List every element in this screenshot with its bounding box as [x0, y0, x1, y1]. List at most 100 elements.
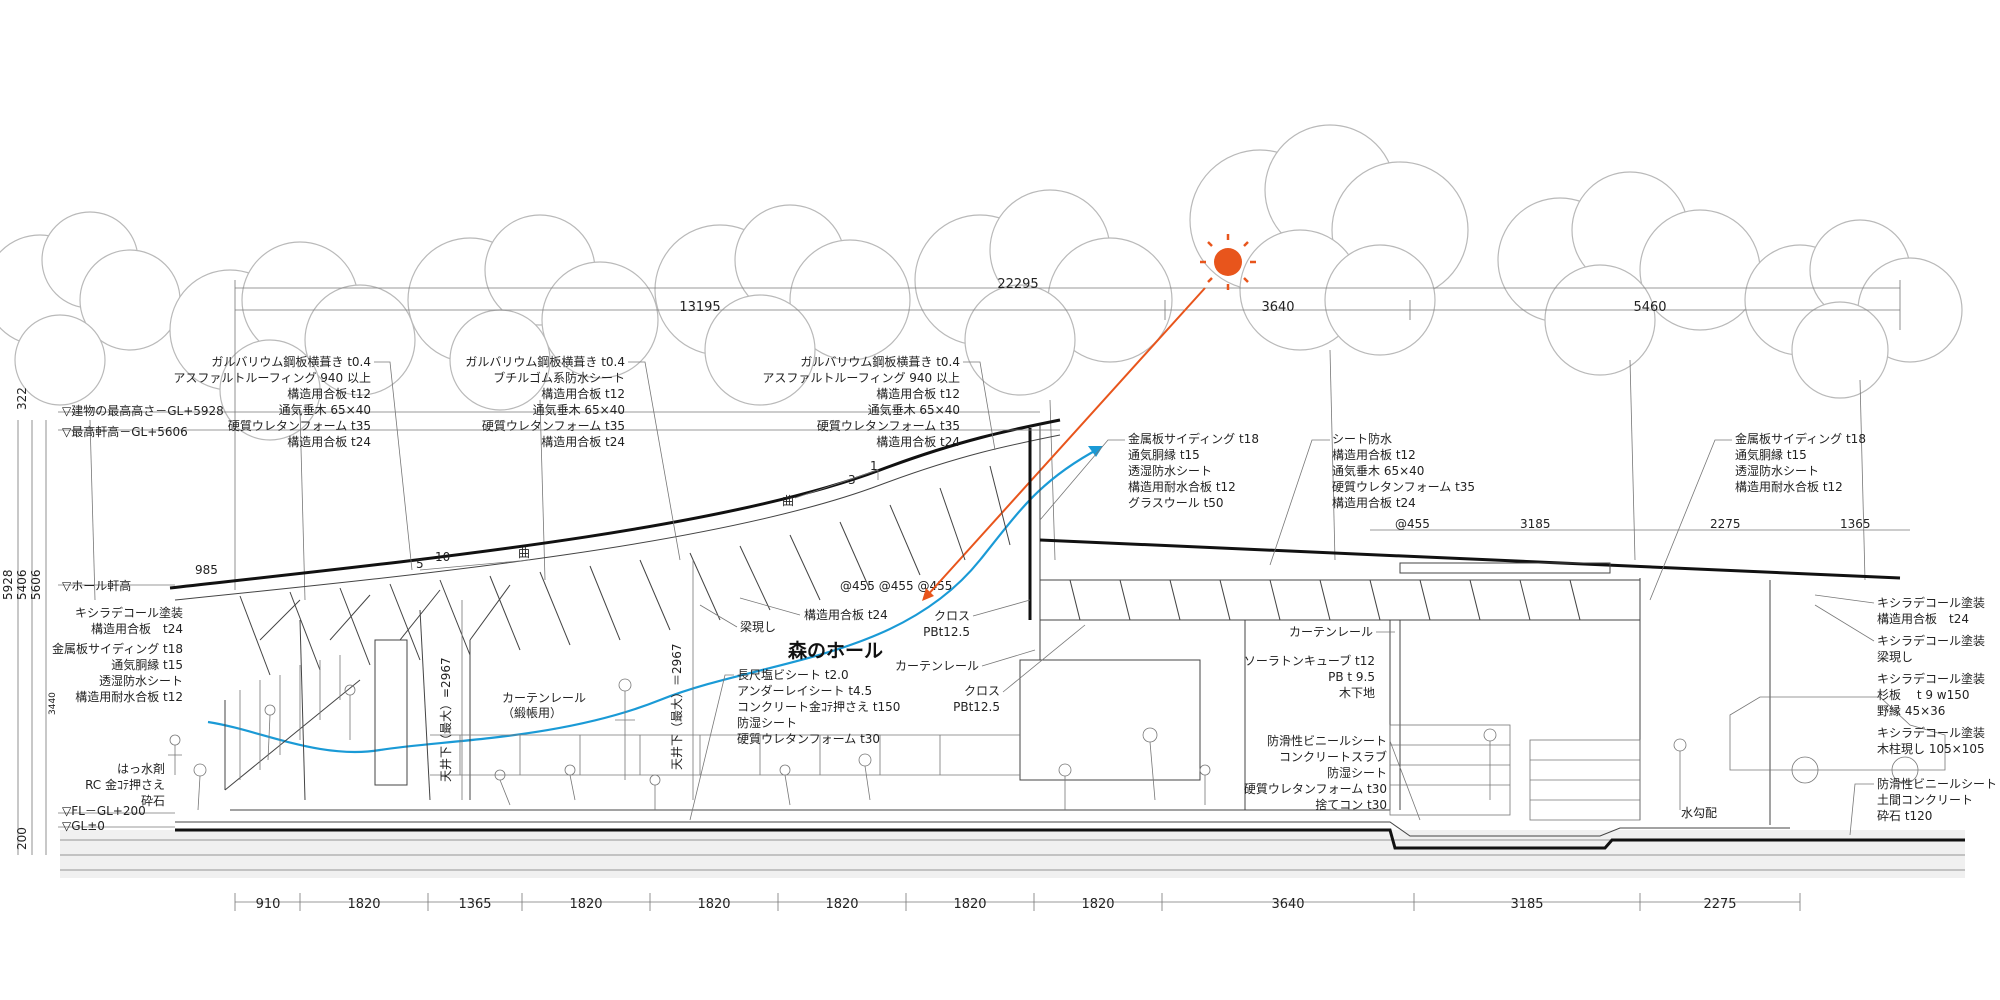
note-roof-left-3: 構造用合板 t12 [287, 386, 371, 401]
note-ceil-right-3: 木下地 [1339, 686, 1375, 700]
note-floor-out-3: 砕石 t120 [1877, 808, 1932, 823]
note-wall-right-2: 通気胴縁 t15 [1735, 447, 1807, 462]
level-hall-eave: ▽ホール軒高 [62, 578, 131, 593]
dim-bottom-10: 3185 [1510, 897, 1543, 912]
slope-1: 1 [870, 459, 878, 473]
note-roof-flat-2: 構造用合板 t12 [1332, 447, 1416, 462]
level-fl: ▽FL－GL+200 [62, 804, 146, 818]
note-floor-right-1: 防滑性ビニールシート [1267, 733, 1387, 748]
note-left-wall-2: 構造用合板 t24 [91, 621, 183, 636]
slope-markers: 1 3 曲 5 10 曲 [416, 459, 879, 571]
slope-10: 10 [435, 550, 450, 564]
note-roof-flat-5: 構造用合板 t24 [1332, 495, 1416, 510]
note-curtain-left-1: カーテンレール [502, 691, 586, 705]
note-roof-mid-2: ブチルゴム系防水シート [493, 370, 625, 385]
note-eave-right-2: 構造用合板 t24 [1877, 611, 1969, 626]
sunlight-arrow [922, 287, 1206, 601]
note-eave-right-6: 杉板 t 9 w150 [1877, 688, 1970, 702]
note-drain: 水勾配 [1681, 806, 1717, 820]
dim-bottom-1: 910 [256, 897, 281, 912]
note-curtain-rail: カーテンレール [895, 659, 979, 673]
note-left-wall-5: 透湿防水シート [99, 673, 183, 688]
dim-322: 322 [15, 387, 29, 410]
dim-bottom-3: 1365 [458, 897, 491, 912]
note-ceil-right-1: ソーラトンキューブ t12 [1244, 653, 1375, 668]
note-roof-mid-1: ガルバリウム鋼板横葺き t0.4 [465, 355, 625, 369]
note-roof-flat-4: 硬質ウレタンフォーム t35 [1332, 479, 1475, 494]
note-floor-hall-3: コンクリート金ｺﾃ押さえ t150 [737, 699, 900, 714]
note-left-found-1: はっ水剤 [117, 761, 165, 776]
note-roof-left-5: 硬質ウレタンフォーム t35 [228, 418, 371, 433]
slope-5: 5 [416, 557, 424, 571]
note-wall-high-1: 金属板サイディング t18 [1128, 431, 1259, 446]
note-roof-left-1: ガルバリウム鋼板横葺き t0.4 [211, 355, 371, 369]
note-wall-right-3: 透湿防水シート [1735, 463, 1819, 478]
dim-bottom-4: 1820 [569, 897, 602, 912]
dim-200: 200 [15, 827, 29, 850]
note-beam: 梁現し [740, 619, 776, 634]
note-curtain-left-2: （緞帳用） [502, 705, 562, 720]
dim-bottom-9: 3640 [1271, 897, 1304, 912]
dim-left: 13195 [679, 300, 720, 315]
note-left-wall-4: 通気胴縁 t15 [111, 657, 183, 672]
dim-bottom-7: 1820 [953, 897, 986, 912]
note-roof-right-4: 通気垂木 65×40 [868, 402, 960, 417]
level-max-eave: ▽最高軒高－GL+5606 [62, 424, 188, 439]
note-roof-mid-4: 通気垂木 65×40 [533, 402, 625, 417]
dim-3440: 3440 [48, 692, 58, 715]
wind-arrow [207, 446, 1103, 754]
level-gl: ▽GL±0 [62, 819, 105, 833]
note-inner-height-2: 天井下（最大）＝2967 [670, 643, 684, 770]
dim-mid: 3640 [1261, 300, 1294, 315]
note-roof-flat-3: 通気垂木 65×40 [1332, 463, 1424, 478]
slope-curve2: 曲 [518, 546, 530, 560]
dim-bottom-6: 1820 [825, 897, 858, 912]
note-left-found-3: 砕石 [141, 793, 165, 808]
slope-3: 3 [848, 473, 856, 487]
note-wall-right-1: 金属板サイディング t18 [1735, 431, 1866, 446]
dim-pitch: @455 [1395, 517, 1430, 531]
note-roof-right-6: 構造用合板 t24 [876, 434, 960, 449]
note-floor-hall-1: 長尺塩ビシート t2.0 [737, 667, 849, 682]
note-eave-right-4: 梁現し [1877, 649, 1913, 664]
note-eave-right-9: 木柱現し 105×105 [1877, 741, 1985, 756]
note-wall-high-2: 通気胴縁 t15 [1128, 447, 1200, 462]
dim-sub-b: 2275 [1710, 517, 1741, 531]
note-inner-height-1: 天井下（最大）=2967 [439, 657, 453, 782]
dim-985: 985 [195, 563, 218, 577]
note-eave-right-3: キシラデコール塗装 [1877, 633, 1985, 648]
note-roof-right-5: 硬質ウレタンフォーム t35 [817, 418, 960, 433]
note-cross1-1: クロス [934, 609, 970, 623]
top-dimensions: 22295 13195 3640 5460 @455 3185 2275 136… [234, 277, 1910, 593]
note-roof-right-3: 構造用合板 t12 [876, 386, 960, 401]
note-roof-mid-3: 構造用合板 t12 [541, 386, 625, 401]
bottom-dimensions: 910 1820 1365 1820 1820 1820 1820 1820 3… [234, 893, 1801, 912]
note-roof-mid-5: 硬質ウレタンフォーム t35 [482, 418, 625, 433]
dim-5406: 5406 [15, 569, 29, 600]
note-roof-right-1: ガルバリウム鋼板横葺き t0.4 [800, 355, 960, 369]
level-markers: ▽建物の最高高さ－GL+5928 ▽最高軒高－GL+5606 ▽ホール軒高 ▽F… [1, 387, 1060, 855]
dim-total: 22295 [997, 277, 1038, 292]
building-structure [60, 418, 1965, 878]
note-floor-hall-2: アンダーレイシート t4.5 [737, 683, 872, 698]
hall-title: 森のホール [788, 639, 883, 662]
note-wall-high-4: 構造用耐水合板 t12 [1128, 479, 1236, 494]
note-roof-flat-1: シート防水 [1332, 431, 1392, 446]
note-floor-hall-5: 硬質ウレタンフォーム t30 [737, 731, 880, 746]
note-left-found-2: RC 金ｺﾃ押さえ [85, 777, 165, 792]
note-cross2-2: PBt12.5 [953, 700, 1000, 714]
note-roof-left-2: アスファルトルーフィング 940 以上 [173, 371, 371, 385]
dim-bottom-2: 1820 [347, 897, 380, 912]
note-floor-out-2: 土間コンクリート [1877, 793, 1973, 807]
note-roof-mid-6: 構造用合板 t24 [541, 434, 625, 449]
note-floor-out-1: 防滑性ビニールシート [1877, 776, 1997, 791]
annotations: ガルバリウム鋼板横葺き t0.4 アスファルトルーフィング 940 以上 構造用… [52, 355, 1997, 836]
note-floor-right-5: 捨てコン t30 [1315, 797, 1387, 812]
dim-bottom-11: 2275 [1703, 897, 1736, 912]
note-wall-high-3: 透湿防水シート [1128, 463, 1212, 478]
note-ceil-right-2: PB t 9.5 [1328, 670, 1375, 684]
note-cross2-1: クロス [964, 684, 1000, 698]
note-cross1-2: PBt12.5 [923, 625, 970, 639]
